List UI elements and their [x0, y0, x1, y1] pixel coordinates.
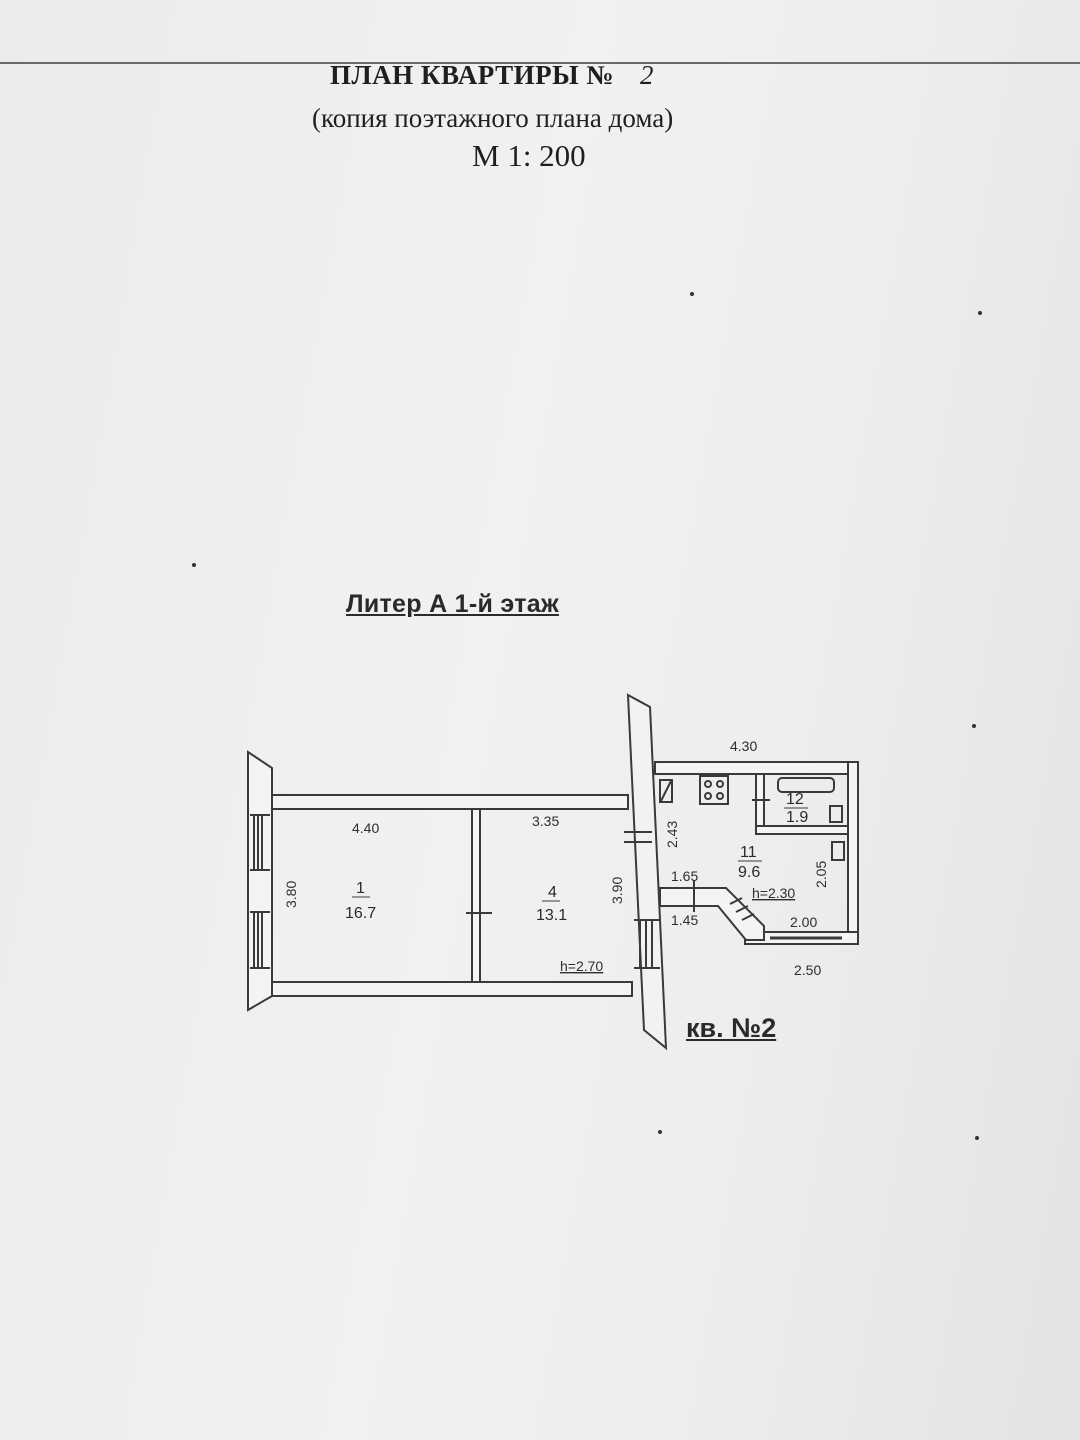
plan-scale: М 1: 200: [472, 138, 586, 173]
vent-shaft: [659, 779, 673, 803]
room11-area: 9.6: [738, 864, 760, 881]
speck: [658, 1130, 662, 1134]
vent-shaft-diagonal: [660, 780, 672, 802]
stove-burner-1: [704, 780, 712, 788]
dim-outer-bottom: 2.50: [794, 962, 821, 978]
dim-room1-depth: 3.80: [283, 881, 299, 908]
room1-number: 1: [356, 880, 365, 897]
toilet: [829, 805, 843, 823]
kitchen-top-wall: [654, 761, 854, 775]
dim-room4-depth: 3.90: [609, 877, 625, 904]
corridor-stair-2: [735, 905, 749, 913]
height-main: h=2.70: [560, 958, 603, 974]
floor-label: Литер А 1-й этаж: [346, 590, 559, 618]
left-outer-wall: [247, 750, 273, 1012]
dim-bath-side: 2.05: [813, 861, 829, 888]
wc-bottom-wall: [755, 825, 849, 835]
dim-kitchen-width: 4.30: [730, 738, 757, 754]
central-wall: [626, 693, 668, 1051]
dim-room1-width: 4.40: [352, 820, 379, 836]
stove-burner-4: [716, 792, 724, 800]
stove-burner-2: [716, 780, 724, 788]
kitchen-right-wall: [847, 761, 859, 945]
dim-kitchen-bottom: 2.00: [790, 914, 817, 930]
room12-area: 1.9: [786, 809, 808, 826]
sink: [831, 841, 845, 861]
speck: [192, 563, 196, 567]
stove: [699, 775, 729, 805]
speck: [972, 724, 976, 728]
dim-corridor-top: 1.65: [671, 868, 698, 884]
stove-burner-3: [704, 792, 712, 800]
room4-area: 13.1: [536, 907, 567, 924]
room4-number: 4: [548, 884, 557, 901]
speck: [975, 1136, 979, 1140]
dim-kitchen-side: 2.43: [664, 821, 680, 848]
dim-room4-width: 3.35: [532, 813, 559, 829]
height-kitchen: h=2.30: [752, 885, 795, 901]
corridor-stair-1: [729, 897, 743, 905]
room1-area: 16.7: [345, 905, 376, 922]
partition-room1-room4: [471, 808, 481, 983]
room12-number: 12: [786, 791, 804, 808]
top-wall-rooms: [271, 794, 629, 810]
apartment-number: 2: [639, 60, 654, 90]
plan-title: ПЛАН КВАРТИРЫ № 2: [330, 60, 790, 91]
plan-title-text: ПЛАН КВАРТИРЫ №: [330, 60, 614, 90]
speck: [978, 311, 982, 315]
apartment-label: кв. №2: [686, 1013, 777, 1043]
dim-corridor-bottom: 1.45: [671, 912, 698, 928]
plan-subtitle: (копия поэтажного плана дома): [312, 103, 674, 133]
top-edge-line: [0, 62, 1080, 64]
speck: [690, 292, 694, 296]
room11-number: 11: [740, 844, 757, 861]
bottom-wall-rooms: [271, 981, 633, 997]
corridor-stair-3: [741, 913, 755, 921]
bathtub: [777, 777, 835, 793]
